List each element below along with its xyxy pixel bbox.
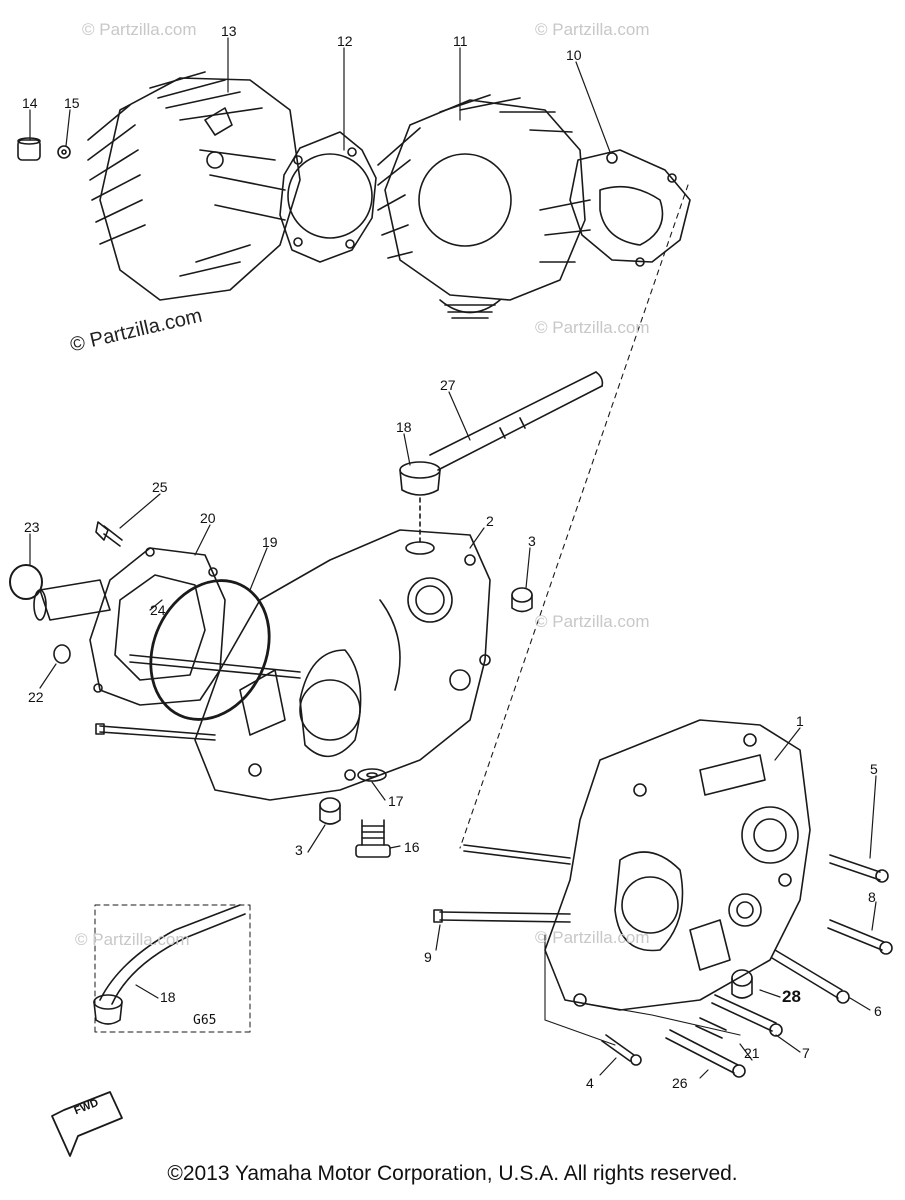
bolt-7-part xyxy=(711,994,783,1037)
bracket-lines xyxy=(544,934,741,1046)
watermark: © Partzilla.com xyxy=(535,928,650,947)
callout-26: 26 xyxy=(672,1075,688,1091)
callout-12: 12 xyxy=(337,33,353,49)
inset-variant-box xyxy=(93,904,251,1033)
copyright-footer: ©2013 Yamaha Motor Corporation, U.S.A. A… xyxy=(167,1162,738,1185)
head-gasket-part xyxy=(279,131,377,263)
callout-2: 2 xyxy=(486,513,494,529)
callout-6: 6 xyxy=(874,1003,882,1019)
bolt-6-part xyxy=(771,949,850,1004)
callout-20: 20 xyxy=(200,510,216,526)
callout-23: 23 xyxy=(24,519,40,535)
dowel-pin-lower-part xyxy=(319,797,341,825)
callout-28: 28 xyxy=(782,987,801,1006)
callout-15: 15 xyxy=(64,95,80,111)
watermark: © Partzilla.com xyxy=(75,930,190,949)
forward-direction-icon xyxy=(51,1091,123,1157)
inset-code-label: G65 xyxy=(193,1013,217,1028)
callout-1: 1 xyxy=(796,713,804,729)
callout-7: 7 xyxy=(802,1045,810,1061)
callout-11: 11 xyxy=(453,33,468,49)
callout-4: 4 xyxy=(586,1075,594,1091)
oil-plug-18-part xyxy=(399,461,441,546)
callout-27: 27 xyxy=(440,377,456,393)
o-ring-23-part xyxy=(9,564,43,600)
callout-9: 9 xyxy=(424,949,432,965)
watermark: © Partzilla.com xyxy=(535,318,650,337)
watermark: © Partzilla.com xyxy=(535,612,650,631)
pin-21-part xyxy=(695,1017,727,1039)
callout-22: 22 xyxy=(28,689,44,705)
watermark: © Partzilla.com xyxy=(535,20,650,39)
cylinder-part xyxy=(377,94,591,319)
stud-bolt-27-part xyxy=(429,371,604,471)
crankcase-cover-part xyxy=(33,547,226,706)
watermark: © Partzilla.com xyxy=(82,20,197,39)
long-bolt-9-part xyxy=(433,909,571,923)
base-gasket-part xyxy=(569,149,691,267)
callout-18-inset: 18 xyxy=(160,989,176,1005)
callout-17: 17 xyxy=(388,793,404,809)
dashed-guide-line xyxy=(459,184,689,849)
bolt-4-part xyxy=(601,1034,642,1066)
callout-8: 8 xyxy=(868,889,876,905)
bolt-8-part xyxy=(827,919,893,955)
callout-16: 16 xyxy=(404,839,420,855)
callout-3-lower: 3 xyxy=(295,842,303,858)
washer-15-part xyxy=(57,145,71,159)
callout-10: 10 xyxy=(566,47,582,63)
cylinder-head-part xyxy=(87,71,301,301)
callout-3-upper: 3 xyxy=(528,533,536,549)
callout-24: 24 xyxy=(150,602,166,618)
long-bolt-upper-part xyxy=(463,844,571,865)
leader-lines xyxy=(29,37,877,1079)
callout-18-top: 18 xyxy=(396,419,412,435)
callout-5: 5 xyxy=(870,761,878,777)
o-ring-22-part xyxy=(53,644,71,664)
drain-bolt-16-part xyxy=(355,819,391,858)
washer-17-part xyxy=(357,768,387,782)
long-bolts-part xyxy=(95,654,301,741)
callout-19: 19 xyxy=(262,534,278,550)
callout-21: 21 xyxy=(744,1045,760,1061)
cap-nut-part xyxy=(17,137,41,161)
bolt-5-part xyxy=(829,854,889,883)
pin-28-part xyxy=(731,969,753,999)
callout-13: 13 xyxy=(221,23,237,39)
screw-25-part xyxy=(95,521,123,547)
crankcase-left-part xyxy=(194,529,491,801)
callout-14: 14 xyxy=(22,95,38,111)
bolt-26-part xyxy=(665,1029,746,1078)
crankcase-right-part xyxy=(544,719,811,1011)
dowel-pin-upper-part xyxy=(511,587,533,613)
o-ring-19-part xyxy=(149,579,271,721)
callout-25: 25 xyxy=(152,479,168,495)
